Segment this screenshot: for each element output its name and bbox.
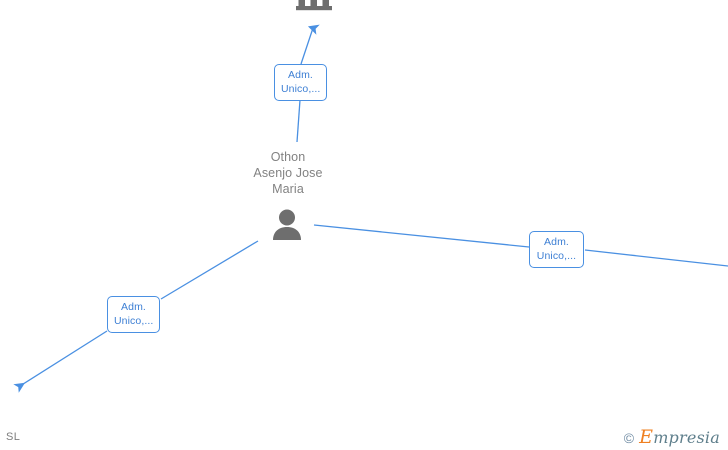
edge-label-adm-unico-right[interactable]: Adm. Unico,... [529,231,584,268]
edge-label-adm-unico-left[interactable]: Adm. Unico,... [107,296,160,333]
brand-wordmark-rest: mpresia [653,428,720,447]
copyright-icon: © [623,429,635,446]
edge-person-to-company[interactable] [296,99,301,143]
edge-label-adm-unico-top[interactable]: Adm. Unico,... [274,64,327,101]
edge-person-to-left[interactable] [160,240,259,300]
edge-person-to-company-upper[interactable] [300,24,320,65]
person-silhouette-icon [269,208,305,242]
empresia-brand[interactable]: © Empresia [624,428,720,447]
edge-person-to-left-lower[interactable] [13,330,108,393]
brand-wordmark: Empresia [639,428,720,447]
footer-company-suffix: SL [6,431,21,443]
brand-wordmark-cap: E [639,426,654,448]
person-node-label: Othon Asenjo Jose Maria [253,150,323,196]
person-node[interactable] [269,208,305,242]
bank-building-icon [296,0,332,14]
edge-person-to-right[interactable] [313,224,530,248]
company-node[interactable] [296,0,332,14]
edge-person-to-right-outer[interactable] [584,249,728,267]
